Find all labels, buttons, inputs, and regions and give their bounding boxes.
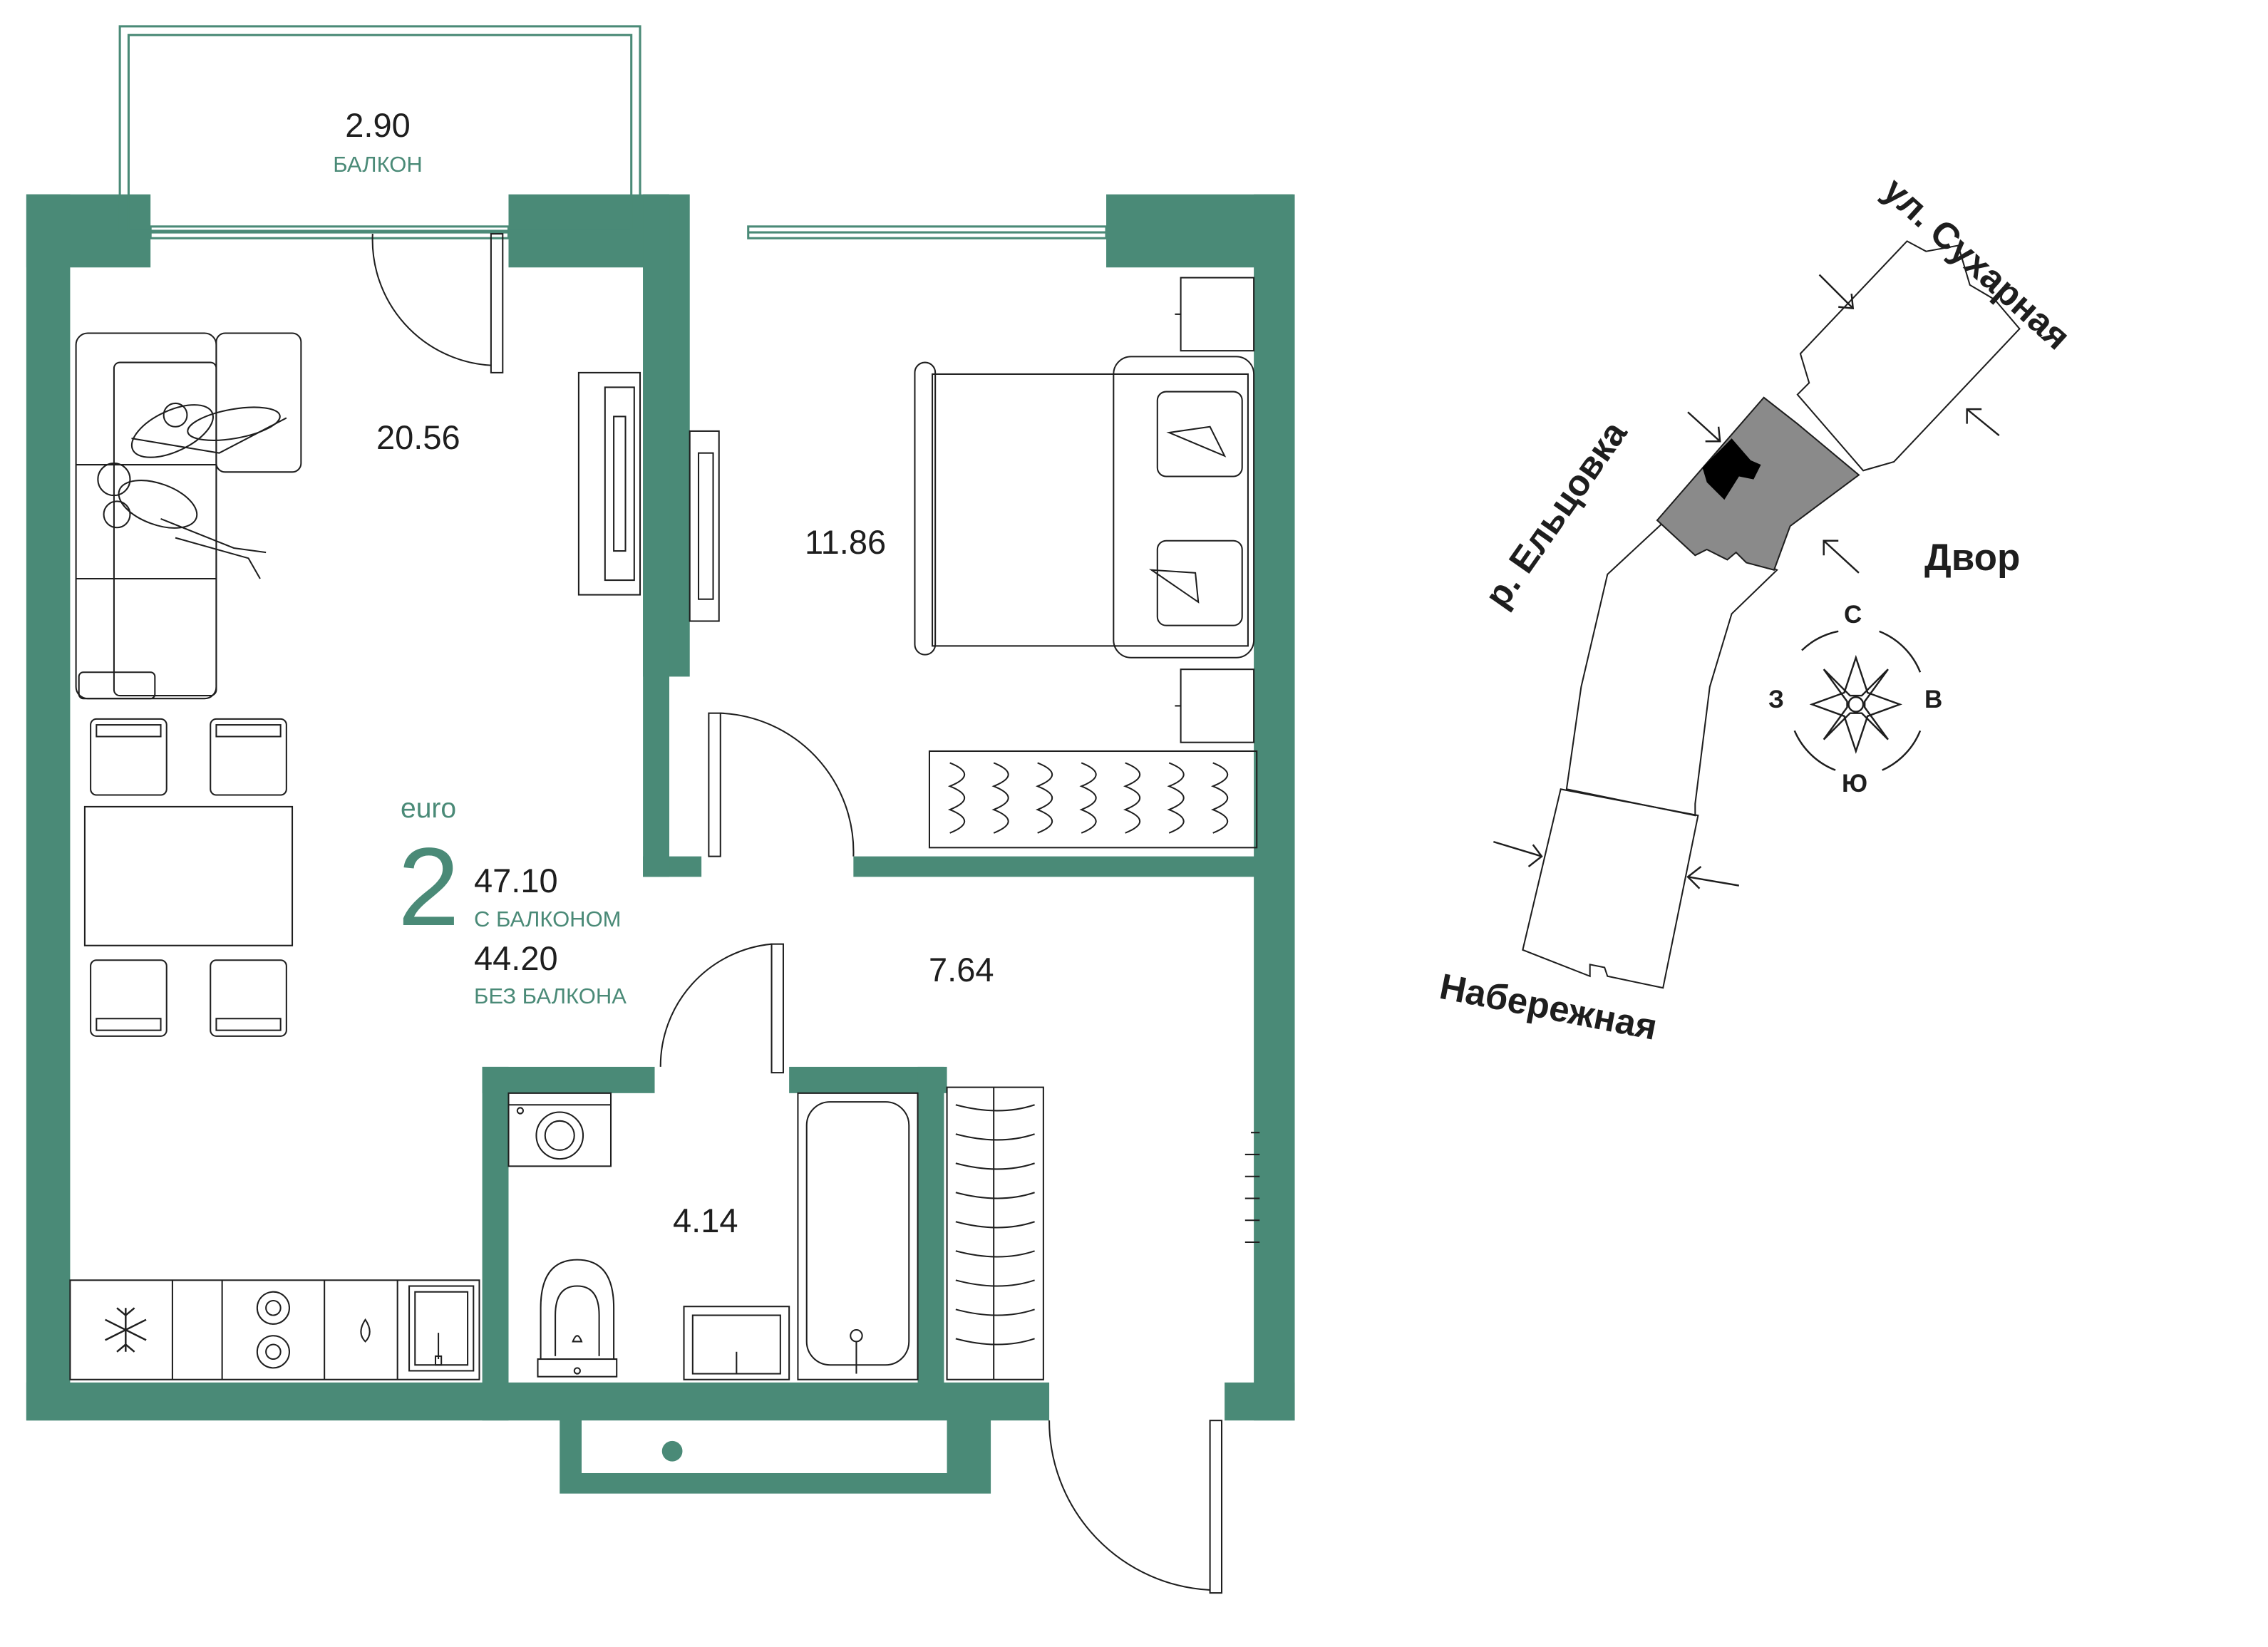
washing-machine-icon (507, 1092, 612, 1167)
sofa-icon (75, 332, 302, 700)
toilet-icon (537, 1259, 618, 1378)
apartment-type: euro (401, 793, 457, 824)
sink-icon (408, 1285, 475, 1372)
target-building (1656, 396, 1860, 571)
kitchen (69, 1279, 480, 1380)
nightstand-icon (1175, 277, 1255, 743)
arrow-icon (1818, 274, 1855, 310)
bed-icon (914, 356, 1255, 659)
area-with-balcony: 47.10 (474, 862, 558, 899)
area-without-balcony: 44.20 (474, 939, 558, 977)
compass-west: З (1768, 686, 1784, 713)
yard-label: Двор (1924, 537, 2021, 579)
radiator-icon (928, 750, 1260, 1380)
room-count: 2 (398, 825, 460, 949)
balcony-area: 2.90 (345, 106, 411, 144)
fridge-icon (105, 1307, 147, 1353)
arrow-icon (1966, 408, 2000, 437)
windows (149, 225, 1108, 239)
arrow-icon (1686, 866, 1740, 889)
arrow-icon (1687, 411, 1721, 443)
with-balcony-label: С БАЛКОНОМ (474, 907, 622, 931)
shaft-dot (661, 1440, 683, 1462)
stove-icon (256, 1291, 290, 1369)
table-icon (83, 805, 294, 946)
street-label: ул. Сухарная (1875, 169, 2078, 358)
chair-icon (90, 718, 287, 1037)
compass-south: Ю (1842, 770, 1868, 797)
pillow-icon (1148, 391, 1243, 626)
compass-north: С (1844, 601, 1862, 629)
drop-icon (360, 1318, 371, 1343)
embankment-label: Набережная (1436, 966, 1661, 1048)
people-icon (97, 402, 287, 579)
arrow-icon (1493, 840, 1543, 867)
doors (371, 233, 1223, 1594)
washbasin-icon (683, 1306, 790, 1380)
tv-icon (577, 371, 720, 622)
balcony (118, 25, 641, 232)
hall-area: 7.64 (929, 951, 994, 988)
without-balcony-label: БЕЗ БАЛКОНА (474, 983, 627, 1008)
entrance-arrows (1493, 274, 2000, 889)
living-area: 20.56 (376, 418, 460, 456)
bathroom-area: 4.14 (673, 1202, 738, 1239)
river-label: р. Ельцовка (1476, 413, 1635, 615)
compass-east: В (1924, 686, 1943, 713)
shaft (582, 1420, 947, 1473)
balcony-label: БАЛКОН (333, 152, 423, 177)
target-apartment (1702, 438, 1761, 500)
arrow-icon (1823, 539, 1860, 574)
bathtub-icon (797, 1092, 919, 1380)
compass-icon (1793, 630, 1922, 771)
walls (26, 194, 1295, 1494)
bedroom-area: 11.86 (805, 523, 887, 561)
